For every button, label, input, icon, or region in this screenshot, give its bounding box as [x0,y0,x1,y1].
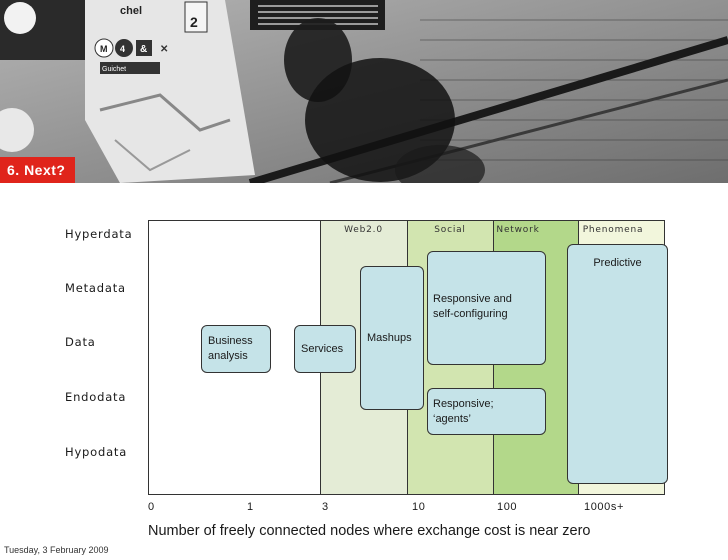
sign-number-text: 2 [190,14,198,30]
tick-0: 0 [148,501,155,513]
mashups-label: Mashups [367,332,412,344]
band-label-phenomena: Phenomena [582,225,644,235]
x-axis-label: Number of freely connected nodes where e… [148,523,591,539]
services-label: Services [301,343,344,355]
tick-1: 1 [247,501,254,513]
responsive-line2: self-configuring [433,308,508,320]
sign-top-text: chel [120,5,142,17]
row-label-metadata: Metadata [65,281,126,295]
tick-100: 100 [497,501,518,513]
business-analysis-line2: analysis [208,350,248,362]
no-entry-icon-glyph: ✕ [160,44,168,55]
header-photo: chel 2 Guichet M 4 & ✕ [0,0,728,183]
business-analysis-box: Business analysis [201,325,271,373]
tick-3: 3 [322,501,329,513]
row-label-data: Data [65,335,96,349]
business-analysis-line1: Business [208,335,253,347]
responsive-box: Responsive and self-configuring [427,251,546,365]
tick-10: 10 [412,501,426,513]
predictive-label: Predictive [593,257,642,269]
row-label-hypodata: Hypodata [65,445,128,459]
band-label-network: Network [496,225,540,235]
mashups-box: Mashups [360,266,424,410]
band-label-social: Social [434,225,466,235]
metro-photo-illustration: chel 2 Guichet M 4 & ✕ [0,0,728,183]
slide-tag: 6. Next? [0,157,75,183]
tick-1000s: 1000s+ [584,501,624,513]
band-label-web2: Web2.0 [344,225,383,235]
accessible-icon-glyph: & [140,44,147,55]
footer-date: Tuesday, 3 February 2009 [4,545,109,555]
agents-line2: ‘agents’ [433,413,471,425]
predictive-box: Predictive [567,244,668,484]
agents-line1: Responsive; [433,398,494,410]
responsive-line1: Responsive and [433,293,512,305]
row-label-hyperdata: Hyperdata [65,227,133,241]
map-label-text: Guichet [102,66,126,73]
metro-icon-letter: M [100,44,108,54]
services-box: Services [294,325,356,373]
row-label-endodata: Endodata [65,390,127,404]
agents-box: Responsive; ‘agents’ [427,388,546,435]
line-icon-number: 4 [120,44,125,54]
